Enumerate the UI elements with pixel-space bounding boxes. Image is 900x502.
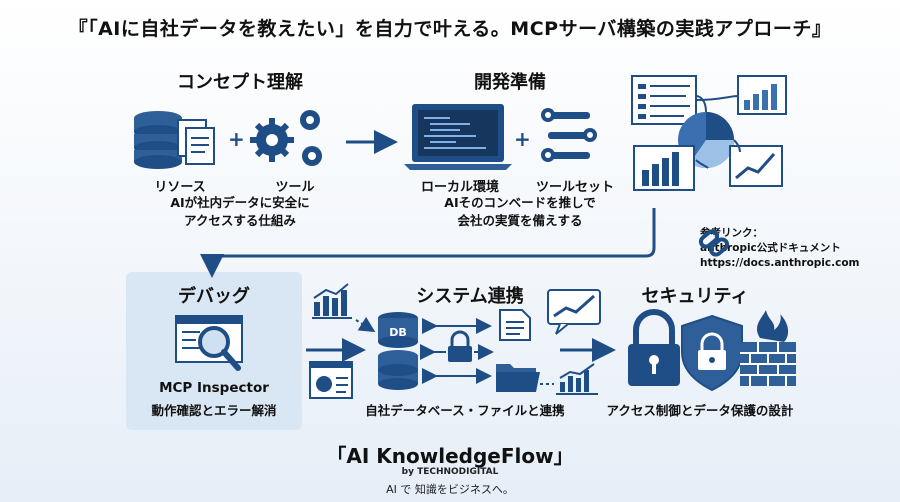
firewall-icon [740, 310, 796, 386]
reference-url[interactable]: https://docs.anthropic.com [700, 257, 860, 269]
shield-lock-icon [681, 314, 743, 392]
security-title: セキュリティ [641, 286, 749, 307]
document-icon [499, 309, 531, 341]
documents-icon [177, 119, 215, 165]
bar-chart-icon [312, 283, 352, 319]
integration-title: システム連携 [416, 286, 524, 307]
laptop-icon [404, 104, 512, 170]
product-name: 「AI KnowledgeFlow」 [326, 444, 574, 468]
wrench-icon [541, 108, 597, 162]
database-icon: DB [378, 312, 418, 390]
plus-icon: + [228, 127, 245, 151]
debug-title: デバッグ [178, 286, 250, 307]
pie-report-icon [309, 361, 353, 399]
toolset-label: ツールセット [535, 180, 614, 195]
concept-title: コンセプト理解 [177, 72, 303, 93]
debug-description: 動作確認とエラー解消 [151, 403, 277, 418]
resources-label: リソース [154, 180, 206, 195]
padlock-icon [628, 309, 680, 386]
plus-icon: + [514, 127, 531, 151]
analytics-dashboard-icon [631, 75, 787, 191]
dev-description-1: AIそのコンベードを推しで [444, 195, 596, 210]
reference-doc-title: anthropic公式ドキュメント [700, 242, 841, 254]
trend-chart-icon [556, 363, 598, 395]
dev-description-2: 会社の実質を備えする [457, 213, 583, 228]
security-description: アクセス制御とデータ保護の設計 [606, 403, 794, 418]
magnifier-icon [198, 326, 241, 371]
chat-chart-icon [547, 289, 601, 335]
concept-description-1: AIが社内データに安全に [170, 195, 310, 210]
gears-icon [250, 110, 322, 166]
local-env-label: ローカル環境 [420, 180, 499, 195]
reference-block: 参考リンク： anthropic公式ドキュメント https://docs.an… [700, 226, 860, 271]
database-stack-icon [134, 111, 182, 169]
company-byline: by TECHNODIGITAL [401, 467, 499, 477]
tools-label: ツール [275, 180, 315, 195]
padlock-small-icon [448, 330, 472, 362]
concept-description-2: アクセスする仕組み [184, 213, 296, 228]
dev-title: 開発準備 [474, 72, 546, 93]
page-title: 『「AIに自社データを教えたい」を自力で叶える。MCPサーバ構築の実践アプローチ… [68, 18, 832, 40]
integration-description: 自社データベース・ファイルと連携 [365, 403, 565, 418]
folder-icon [496, 364, 540, 392]
tagline: AI で 知識をビジネスへ。 [386, 483, 514, 496]
link-icon [698, 229, 730, 257]
db-label: DB [389, 326, 407, 339]
mcp-inspector-label: MCP Inspector [159, 380, 269, 396]
return-flow-arrow [200, 208, 656, 278]
